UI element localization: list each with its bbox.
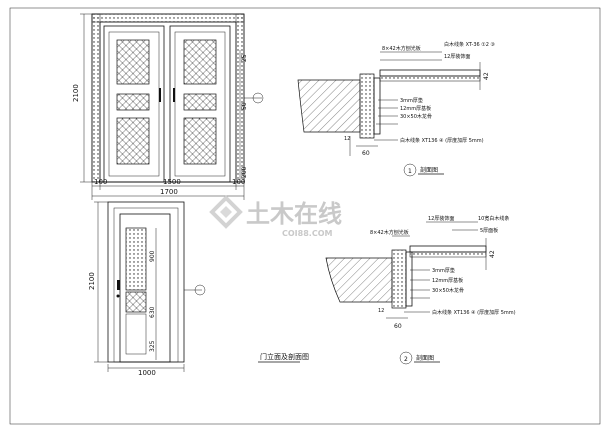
s1-label-6: 白木线条 XT136 ④ (厚度加厚 5mm) <box>400 137 484 144</box>
s2-caption: 剖面图 <box>416 354 434 362</box>
s1-label-2: 12厚装饰面 <box>444 53 470 60</box>
s1-dim-2: 12 <box>344 136 350 142</box>
dd-dim-r3: 200 <box>241 166 248 178</box>
dd-dim-height: 2100 <box>72 84 80 102</box>
s2-label-5: 12mm厚基板 <box>432 277 463 284</box>
watermark-sub: COI88.COM <box>282 229 332 238</box>
s1-label-1: 白木线条 XT-36 ①2 ③ <box>444 41 495 48</box>
s2-label-6: 30×50木龙骨 <box>432 287 464 294</box>
single-door-handle <box>117 280 120 290</box>
section-detail-1 <box>297 51 481 177</box>
dd-dim-r1: 25 <box>241 54 248 62</box>
s2-label-3: 8×42木方刨光板 <box>370 229 409 236</box>
s2-circle-num: 2 <box>404 356 408 363</box>
watermark-logo <box>209 195 243 229</box>
glass-panel-upper <box>125 227 147 291</box>
s2-dim-2: 12 <box>378 308 384 314</box>
sd-dim-width: 1000 <box>138 369 156 377</box>
handle-left <box>159 88 161 102</box>
s1-label-3: 3mm厚垫 <box>400 97 423 104</box>
s1-caption: 剖面图 <box>420 166 438 174</box>
dd-dim-total: 1700 <box>160 188 178 196</box>
s2-label-1: 10宽白木线条 <box>478 215 509 222</box>
handle-right <box>173 88 175 102</box>
s2-label-7: 白木线条 XT136 ④ (厚度加厚 5mm) <box>432 309 516 316</box>
single-door-elevation <box>94 201 206 372</box>
dd-dim-r2: 50 <box>241 102 248 110</box>
sheet-frame <box>9 7 601 425</box>
watermark-title: 土木在线 <box>246 200 342 228</box>
s2-label-4: 3mm厚垫 <box>432 267 455 274</box>
s2-dim-0: 42 <box>489 250 496 258</box>
single-door-title: 门立面及剖面图 <box>260 352 309 361</box>
lock-icon <box>116 294 120 298</box>
s1-label-4: 12mm厚基板 <box>400 105 431 112</box>
dd-dim-mid: 1500 <box>163 178 181 186</box>
dd-dim-right: 100 <box>232 178 245 186</box>
dd-dim-left: 100 <box>94 178 107 186</box>
s1-dim-0: 42 <box>483 72 490 80</box>
s1-circle-num: 1 <box>408 168 412 175</box>
sd-dim-height: 2100 <box>88 272 96 290</box>
door-leaf-right <box>169 25 231 183</box>
s1-label-5: 30×50木龙骨 <box>400 113 432 120</box>
s2-label-0: 12厚装饰面 <box>428 215 454 222</box>
s1-dim-1: 60 <box>362 150 370 157</box>
sd-dim-r2: 630 <box>149 306 156 318</box>
sd-dim-r1: 900 <box>149 250 156 262</box>
s1-label-0: 8×42木方刨光板 <box>382 45 421 52</box>
section-detail-2 <box>325 221 487 365</box>
door-leaf-left <box>103 25 165 183</box>
double-door-elevation <box>91 13 245 183</box>
s2-dim-1: 60 <box>394 323 402 330</box>
double-door-dimensions <box>80 13 264 200</box>
s2-label-2: 5厚面板 <box>480 227 498 234</box>
glass-panel-lower <box>125 313 147 355</box>
sd-dim-r3: 325 <box>149 340 156 352</box>
